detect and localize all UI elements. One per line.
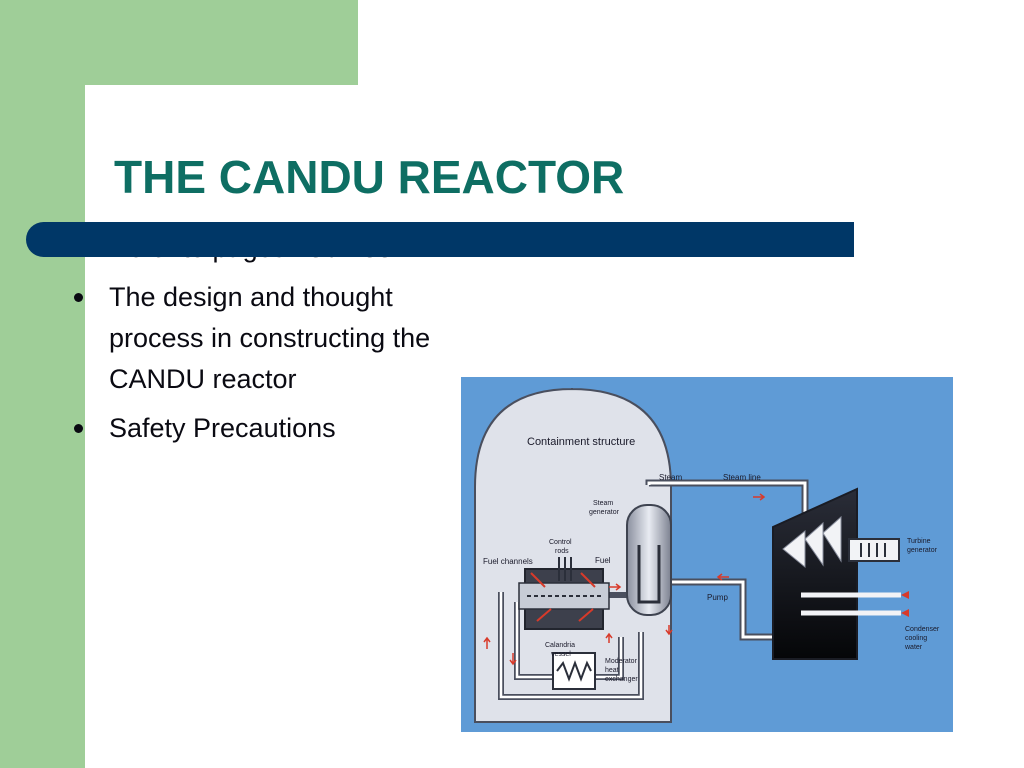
label-condenser: Condenser: [905, 626, 940, 633]
label-containment: Containment structure: [527, 436, 635, 448]
reactor-schematic: Containment structure Steam Steam line S…: [461, 377, 953, 732]
label-fuel: Fuel: [595, 556, 611, 565]
cooling-water-arrows: [901, 591, 909, 617]
moderator-heat-exchanger: [552, 652, 596, 690]
label-steam-line: Steam line: [723, 473, 761, 482]
label-steam-generator: Steam: [593, 500, 613, 507]
label-calandria: Calandria: [545, 642, 575, 649]
flow-arrows: [530, 572, 596, 622]
label-moderator: Moderator: [605, 658, 638, 665]
title-divider-bar: [26, 222, 854, 257]
label-condenser: water: [904, 644, 923, 651]
label-control-rods: Control: [549, 539, 572, 546]
label-calandria: vessel: [551, 651, 571, 658]
candu-reactor-diagram: Containment structure Steam Steam line S…: [461, 377, 953, 732]
label-turbine-generator: generator: [907, 547, 938, 554]
label-steam-generator: generator: [589, 509, 620, 516]
bullet-item: The design and thought process in constr…: [74, 277, 474, 400]
label-moderator: exchanger: [605, 676, 638, 683]
turbine-generator: [848, 538, 900, 562]
label-turbine-generator: Turbine: [907, 538, 931, 545]
label-steam: Steam: [659, 473, 682, 482]
bullet-list: Refer to pages 786-788 The design and th…: [74, 228, 474, 457]
green-side-strip: [0, 0, 85, 768]
green-top-block: [0, 0, 358, 85]
condenser-pipes: [801, 592, 901, 616]
slide-title: THE CANDU REACTOR: [114, 151, 625, 203]
turbine-blades: [782, 515, 842, 569]
label-fuel-channels: Fuel channels: [483, 557, 533, 566]
steam-generator: [626, 504, 672, 616]
label-condenser: cooling: [905, 635, 927, 642]
label-moderator: heat: [605, 667, 619, 674]
bullet-item: Safety Precautions: [74, 408, 474, 449]
label-pump: Pump: [707, 593, 728, 602]
label-control-rods: rods: [555, 548, 569, 555]
